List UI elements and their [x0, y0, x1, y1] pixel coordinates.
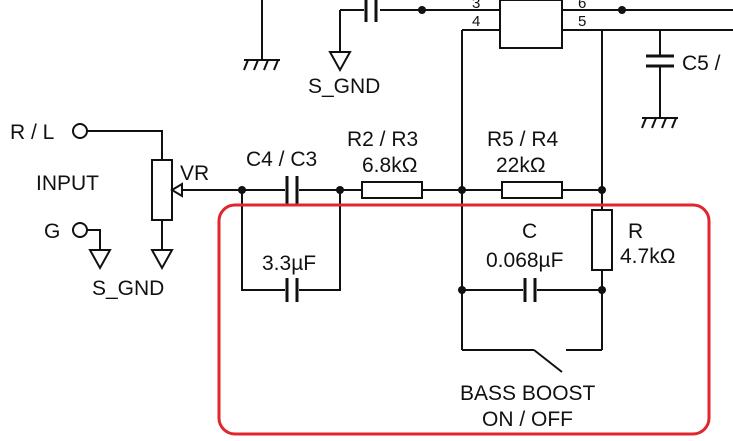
input-terminal-rl — [72, 123, 88, 139]
c-value: 0.068µF — [486, 249, 563, 272]
r5r4-resistor — [501, 181, 563, 199]
input-terminal-g — [72, 222, 88, 238]
ground-symbol — [641, 117, 678, 129]
r2r3-label: R2 / R3 — [347, 128, 418, 151]
bass-boost-switch[interactable] — [533, 349, 563, 373]
ic-pin-6: 6 — [578, 0, 586, 12]
r5r4-value: 22kΩ — [496, 154, 546, 177]
input-rl-label: R / L — [10, 121, 54, 144]
ic-pin-5: 5 — [578, 13, 586, 30]
r-resistor — [591, 209, 613, 271]
r5r4-label: R5 / R4 — [487, 128, 559, 151]
highlight-frame — [217, 203, 711, 436]
signal-path: C4 / C3 R2 / R3 6.8kΩ R5 / R4 22kΩ — [238, 30, 606, 204]
top-circuit: 3 4 6 5 S_GND — [243, 0, 733, 129]
ic-pin-3: 3 — [472, 0, 480, 12]
vr-potentiometer — [151, 159, 173, 221]
junction-dot — [418, 6, 426, 14]
ground-symbol — [243, 59, 280, 71]
input-section: R / L INPUT G S_GND VR — [10, 121, 285, 300]
r-label: R — [628, 220, 643, 243]
signal-ground-icon — [328, 51, 352, 73]
c-label: C — [522, 220, 537, 243]
bass-boost-label-1: BASS BOOST — [460, 382, 596, 405]
ic-body — [499, 0, 563, 49]
vr-wiper-arrow-icon — [170, 182, 183, 198]
signal-ground-icon — [88, 249, 112, 271]
bass-boost-label-2: ON / OFF — [482, 408, 573, 431]
c4c3-label: C4 / C3 — [246, 148, 317, 171]
r2r3-value: 6.8kΩ — [362, 154, 417, 177]
c4c3-value: 3.3µF — [262, 252, 316, 275]
c5-label: C5 / — [682, 52, 721, 75]
input-g-label: G — [44, 220, 60, 243]
bass-boost-network: C 0.068µF R 4.7kΩ BASS BOOST ON / OFF — [458, 190, 675, 431]
r2r3-resistor — [361, 181, 423, 199]
vr-label: VR — [180, 162, 209, 185]
sgnd-label-left: S_GND — [92, 277, 164, 300]
sgnd-label-top: S_GND — [308, 75, 380, 98]
junction-dot — [618, 6, 626, 14]
c4c3-parallel: 3.3µF — [241, 190, 341, 302]
input-label: INPUT — [36, 172, 99, 195]
ic-pin-4: 4 — [472, 13, 480, 30]
signal-ground-icon — [150, 249, 174, 271]
r-value: 4.7kΩ — [620, 245, 675, 268]
